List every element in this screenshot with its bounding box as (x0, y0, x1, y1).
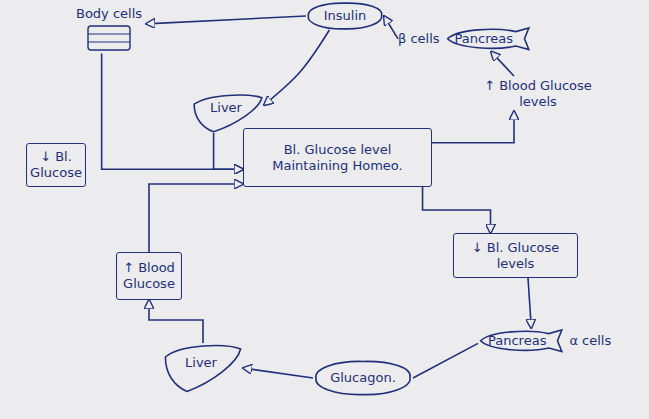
text-holder: Glucagon. (330, 370, 396, 386)
state-box: ↓ Bl. Glucose levels (453, 233, 578, 278)
state-box: ↑ Blood Glucose (116, 252, 182, 300)
text-holder: ↓ Bl. Glucose (30, 149, 82, 180)
flow-arrow (264, 30, 329, 105)
node-label: ↑ Blood Glucose (122, 260, 176, 291)
flow-arrow (146, 16, 306, 24)
hormone-cloud: Insulin (306, 2, 384, 30)
node-label: Insulin (324, 8, 367, 24)
liver-organ: Liver (163, 343, 243, 393)
text-holder: Body cells (76, 6, 142, 22)
node-label: Pancreas (488, 333, 546, 349)
flow-arrow (149, 300, 203, 343)
text-holder: ↓ Bl. Glucose levels (459, 240, 572, 271)
cell-divider (88, 41, 130, 42)
pancreas-path (481, 330, 562, 351)
text-holder: Pancreas (445, 26, 531, 52)
process-box: Bl. Glucose level Maintaining Homeo. (243, 128, 432, 187)
pancreas-path (447, 28, 528, 49)
flow-arrow (528, 278, 531, 328)
text-holder: Liver (185, 355, 217, 371)
connector-group (102, 16, 532, 378)
cell-stack-drawing (86, 24, 132, 52)
text-holder: Liver (210, 100, 242, 116)
node-label: α cells (569, 333, 611, 349)
node-label: Liver (185, 355, 217, 371)
node-label: Bl. Glucose level Maintaining Homeo. (249, 142, 426, 173)
text-holder: Bl. Glucose level Maintaining Homeo. (249, 142, 426, 173)
flow-arrow (243, 368, 313, 378)
state-label: ↑ Blood Glucose levels (478, 76, 598, 111)
flow-arrow (102, 54, 243, 170)
pancreas-organ: Pancreas α cells (478, 328, 611, 354)
liver-organ: Liver (192, 93, 264, 133)
flow-arrow (491, 52, 514, 76)
node-label: ↓ Bl. Glucose (30, 149, 82, 180)
flow-arrow (384, 16, 398, 39)
node-label: β cells (398, 31, 440, 47)
cloud-path (316, 361, 410, 394)
flow-arrow (413, 343, 478, 378)
node-label: Glucagon. (330, 370, 396, 386)
hormone-cloud: Glucagon. (313, 360, 413, 396)
node-label: Body cells (76, 6, 142, 22)
text-holder: Insulin (324, 8, 367, 24)
text-holder: ↑ Blood Glucose levels (482, 78, 594, 109)
body-cells-figure: Body cells (72, 4, 146, 54)
cell-outline (88, 26, 130, 50)
state-box: ↓ Bl. Glucose (26, 143, 86, 187)
node-label: Liver (210, 100, 242, 116)
node-label: ↓ Bl. Glucose levels (459, 240, 572, 271)
pancreas-organ: β cells Pancreas (398, 26, 531, 52)
flow-arrow (432, 111, 514, 143)
node-label: Pancreas (455, 31, 513, 47)
node-label: ↑ Blood Glucose levels (482, 78, 594, 109)
liver-path (165, 346, 240, 392)
text-holder: β cells (398, 31, 440, 47)
text-holder: α cells (569, 333, 611, 349)
flow-arrow (214, 133, 243, 169)
cell-divider (88, 33, 130, 34)
flow-arrow (423, 187, 491, 233)
liver-path (194, 95, 262, 132)
flow-arrow (149, 184, 243, 252)
text-holder: ↑ Blood Glucose (122, 260, 176, 291)
cloud-path (308, 3, 382, 29)
text-holder: Pancreas (478, 328, 564, 354)
